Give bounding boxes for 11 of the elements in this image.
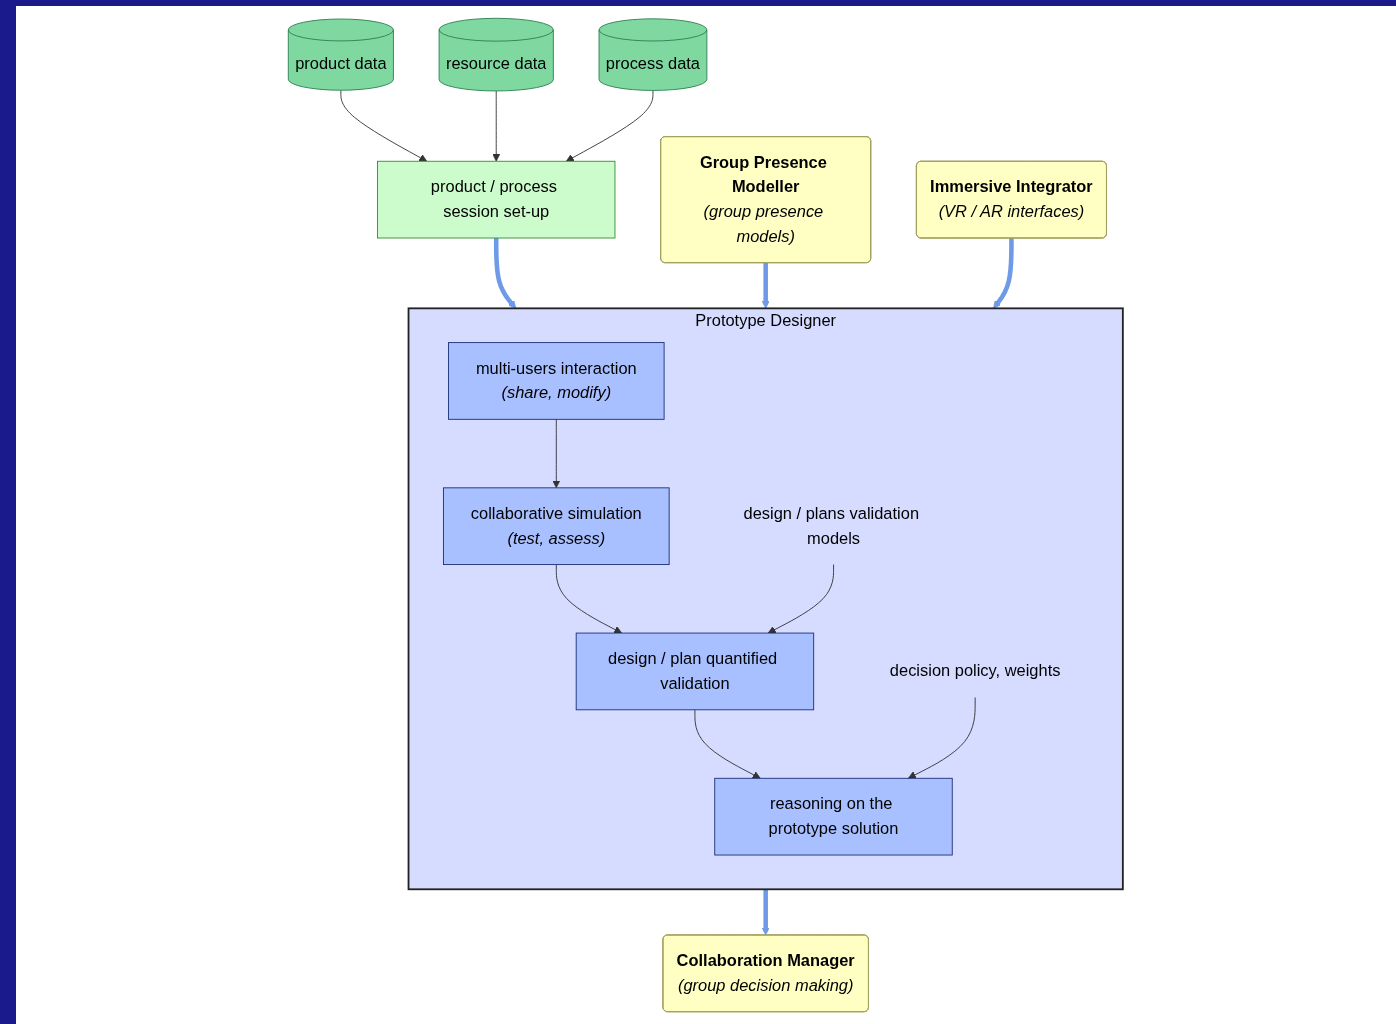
arrow — [762, 889, 771, 936]
arrow — [993, 238, 1015, 309]
arrow — [494, 238, 517, 309]
node-box: reasoning on the prototype solution — [714, 777, 954, 856]
arrow — [762, 262, 771, 309]
node-box: multi-users interaction (share, modify) — [448, 342, 665, 420]
node-box: product / process session set-up — [377, 160, 616, 239]
node-box: collaborative simulation (test, assess) — [443, 487, 671, 565]
node-box: design / plan quantified validation — [576, 632, 815, 711]
node-text: design / plans validation models — [743, 504, 920, 548]
node-text: decision policy, weights — [890, 661, 1061, 681]
